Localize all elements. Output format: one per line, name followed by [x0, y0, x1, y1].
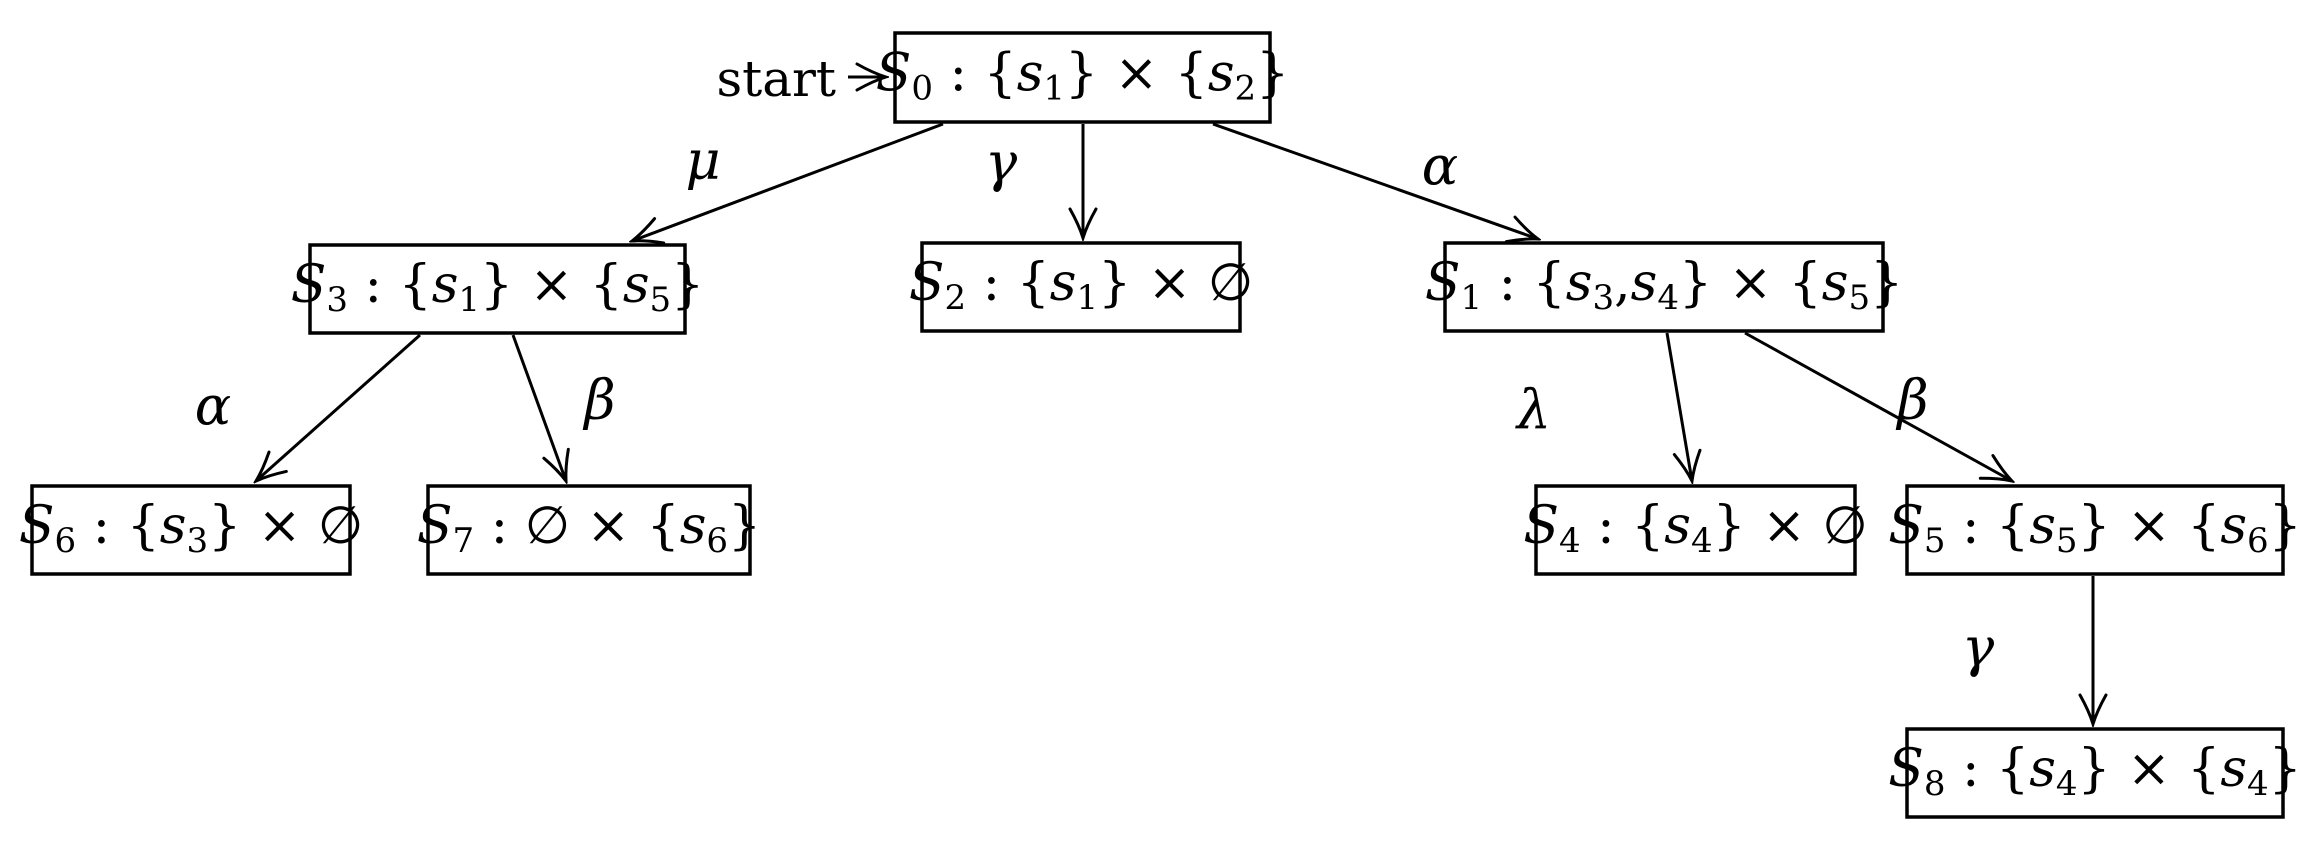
node-box-S0	[893, 31, 1272, 124]
node-label-S7: S7 : ∅ × {s6}	[417, 496, 761, 561]
edge-label-S3-S6: α	[195, 375, 231, 438]
node-S6: S6 : {s3} × ∅	[19, 484, 363, 576]
node-S8: S8 : {s4} × {s4}	[1888, 727, 2302, 819]
node-S5: S5 : {s5} × {s6}	[1888, 484, 2302, 576]
node-S7: S7 : ∅ × {s6}	[417, 484, 761, 576]
edge-arrow-S3-S6	[256, 333, 421, 481]
node-box-S5	[1905, 484, 2285, 576]
node-S2: S2 : {s1} × ∅	[909, 241, 1253, 333]
start-label: start	[716, 50, 836, 108]
node-label-S0: S0 : {s1} × {s2}	[876, 44, 1289, 109]
node-S3: S3 : {s1} × {s5}	[291, 243, 704, 335]
edge-label-S1-S4: λ	[1515, 379, 1551, 442]
edge-arrow-S0-S3	[632, 122, 944, 241]
node-label-S8: S8 : {s4} × {s4}	[1888, 739, 2301, 804]
edge-arrow-S3-S7	[511, 334, 566, 481]
node-S0: S0 : {s1} × {s2}	[876, 31, 1289, 124]
edge-arrow-S1-S4	[1665, 332, 1692, 481]
node-S1: S1 : {s3,s4} × {s5}	[1425, 241, 1903, 333]
edge-arrow-S1-S5	[1744, 331, 2012, 481]
node-box-S6	[30, 484, 352, 576]
edge-label-S0-S3: μ	[685, 129, 720, 192]
edge-S0-S2: γ	[985, 124, 1083, 238]
nodes-layer: S0 : {s1} × {s2} S3 : {s1} × {s5} S2 : {s1…	[19, 31, 2302, 819]
edge-S1-S5: β	[1744, 331, 2012, 481]
edge-S0-S3: μ	[632, 122, 944, 241]
edge-S1-S4: λ	[1515, 332, 1692, 481]
node-box-S2	[920, 241, 1242, 333]
edges-layer: μ γ α α β λ β γ	[195, 122, 2093, 724]
node-label-S2: S2 : {s1} × ∅	[909, 253, 1253, 318]
node-box-S7	[426, 484, 752, 576]
node-label-S6: S6 : {s3} × ∅	[19, 496, 363, 561]
edge-label-S0-S1: α	[1422, 135, 1458, 198]
edge-label-S3-S7: β	[582, 369, 615, 432]
node-label-S1: S1 : {s3,s4} × {s5}	[1425, 253, 1903, 318]
node-box-S3	[308, 243, 687, 335]
node-S4: S4 : {s4} × ∅	[1523, 484, 1868, 576]
edge-S0-S1: α	[1212, 122, 1538, 239]
edge-arrow-S0-S1	[1212, 122, 1538, 239]
edge-label-S1-S5: β	[1895, 369, 1928, 432]
edge-S3-S6: α	[195, 333, 421, 481]
node-label-S4: S4 : {s4} × ∅	[1523, 496, 1867, 561]
edge-S3-S7: β	[511, 334, 616, 481]
edge-label-S0-S2: γ	[985, 131, 1018, 194]
node-label-S5: S5 : {s5} × {s6}	[1888, 496, 2301, 561]
node-box-S8	[1905, 727, 2285, 819]
node-box-S4	[1534, 484, 1857, 576]
start-pointer: start	[716, 50, 886, 108]
edge-label-S5-S8: γ	[1962, 616, 1995, 679]
edge-S5-S8: γ	[1962, 576, 2093, 724]
node-box-S1	[1443, 241, 1885, 333]
node-label-S3: S3 : {s1} × {s5}	[291, 255, 704, 320]
